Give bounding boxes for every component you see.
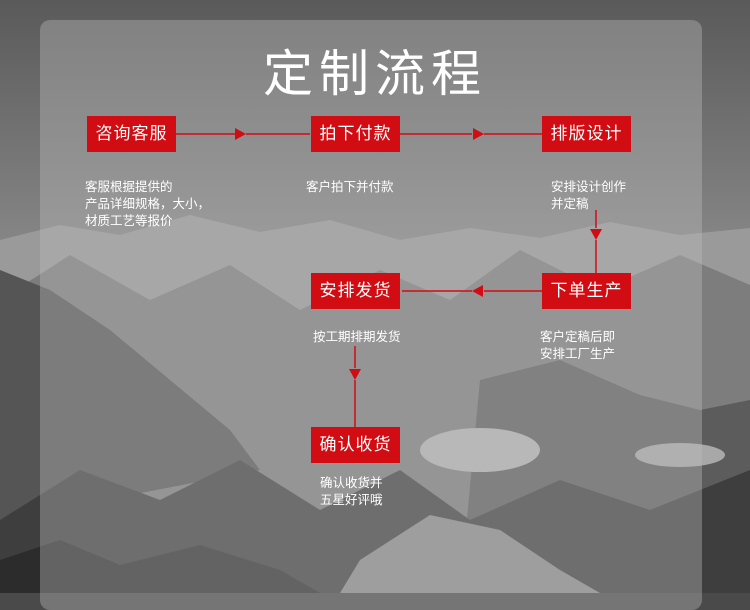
step-production: 下单生产 (542, 273, 631, 309)
step-payment-desc: 客户拍下并付款 (306, 179, 394, 194)
step-production-desc: 客户定稿后即 安排工厂生产 (540, 329, 616, 361)
mountain-background (0, 0, 750, 593)
page-title: 定制流程 (263, 45, 487, 103)
step-receipt: 确认收货 (311, 427, 400, 463)
step-consult: 咨询客服 (87, 116, 176, 152)
step-design: 排版设计 (542, 116, 631, 152)
step-receipt-desc: 确认收货并 五星好评哦 (320, 475, 383, 507)
step-shipping-desc: 按工期排期发货 (313, 329, 401, 344)
step-design-desc: 安排设计创作 并定稿 (551, 179, 627, 211)
step-shipping: 安排发货 (311, 273, 400, 309)
step-payment: 拍下付款 (311, 116, 400, 152)
step-consult-desc: 客服根据提供的 产品详细规格，大小， 材质工艺等报价 (85, 179, 211, 228)
content-panel (40, 20, 702, 610)
